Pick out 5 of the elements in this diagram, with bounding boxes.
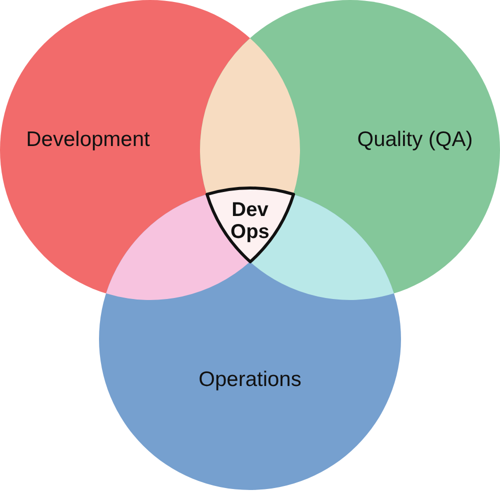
circle-label: Development: [26, 128, 150, 152]
circle-label: Quality (QA): [357, 128, 473, 152]
center-label: Dev Ops: [230, 198, 270, 243]
overlap-region: [200, 38, 300, 194]
circle-label: Operations: [198, 368, 302, 392]
